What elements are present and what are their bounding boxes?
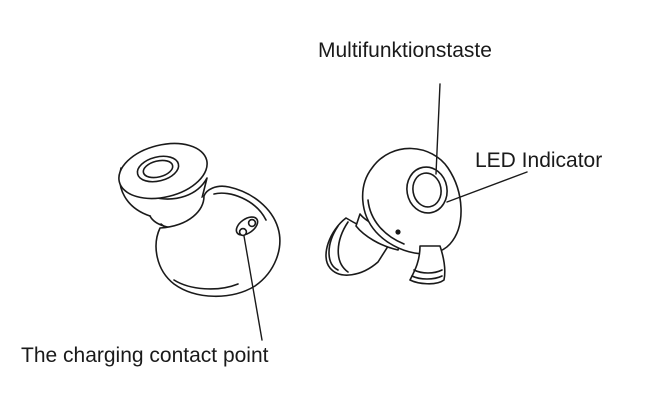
right-earbud — [325, 147, 462, 285]
leader-led — [446, 171, 528, 203]
left-earbud — [118, 142, 281, 298]
leader-multifunction — [435, 83, 441, 175]
charging-contact-pin-1 — [238, 227, 248, 237]
leader-lines — [243, 83, 528, 341]
leader-charging — [243, 235, 263, 341]
charging-contact-pin-2 — [247, 218, 257, 228]
charging-contact-label: The charging contact point — [21, 344, 269, 367]
multifunction-button-label: Multifunktionstaste — [318, 39, 492, 62]
right-earbud-stem — [409, 245, 446, 285]
led-indicator-label: LED Indicator — [475, 149, 603, 172]
left-earbud-body — [155, 185, 281, 298]
